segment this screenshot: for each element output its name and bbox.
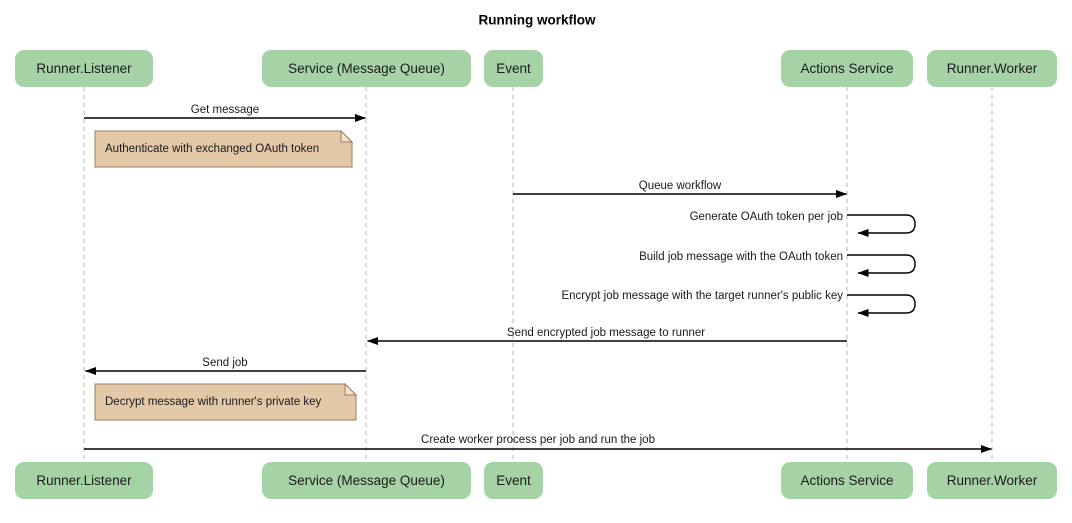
participants-top-group: Runner.Listener Service (Message Queue) Ev… [15, 50, 1057, 87]
participant-runner-listener-top[interactable]: Runner.Listener [15, 50, 153, 87]
note-decrypt-note[interactable]: Decrypt message with runner's private ke… [94, 382, 358, 421]
participant-box [781, 462, 913, 499]
participant-runner-worker-bottom[interactable]: Runner.Worker [927, 462, 1057, 499]
participant-label: Event [496, 61, 531, 76]
note-label: Authenticate with exchanged OAuth token [105, 143, 319, 155]
participant-actions-service-top[interactable]: Actions Service [781, 50, 913, 87]
self-message-path [847, 254, 916, 277]
message-label: Build job message with the OAuth token [639, 251, 843, 263]
self-message-path [847, 214, 916, 237]
participant-label: Actions Service [800, 61, 893, 76]
message-label: Get message [191, 104, 259, 116]
participant-label: Event [496, 473, 531, 488]
participant-service-mq-top[interactable]: Service (Message Queue) [262, 50, 471, 87]
participant-actions-service-bottom[interactable]: Actions Service [781, 462, 913, 499]
note-authenticate-note[interactable]: Authenticate with exchanged OAuth token [94, 129, 354, 168]
participant-label: Runner.Worker [947, 61, 1038, 76]
message-label: Create worker process per job and run th… [421, 434, 655, 446]
participant-box [484, 50, 543, 87]
note-fold-corner-icon [344, 382, 358, 396]
note-label: Decrypt message with runner's private ke… [105, 396, 322, 408]
message-label: Encrypt job message with the target runn… [561, 290, 843, 302]
participant-label: Actions Service [800, 473, 893, 488]
note-body [94, 383, 357, 421]
note-body [94, 130, 353, 168]
message-label: Generate OAuth token per job [690, 211, 843, 223]
message-label: Queue workflow [639, 180, 722, 192]
message-build-job-message[interactable]: Build job message with the OAuth token [639, 251, 916, 277]
participant-event-top[interactable]: Event [484, 50, 543, 87]
message-queue-workflow[interactable]: Queue workflow [513, 180, 847, 198]
participant-label: Runner.Listener [36, 61, 132, 76]
message-generate-oauth-token[interactable]: Generate OAuth token per job [690, 211, 916, 237]
participant-label: Service (Message Queue) [288, 473, 445, 488]
self-message-path [847, 294, 916, 317]
participant-box [15, 462, 153, 499]
participant-service-mq-bottom[interactable]: Service (Message Queue) [262, 462, 471, 499]
participant-event-bottom[interactable]: Event [484, 462, 543, 499]
participant-box [927, 50, 1057, 87]
participants-bottom-group: Runner.Listener Service (Message Queue) Ev… [15, 462, 1057, 499]
participant-box [781, 50, 913, 87]
message-create-worker-process[interactable]: Create worker process per job and run th… [84, 434, 992, 453]
message-send-encrypted-job-message[interactable]: Send encrypted job message to runner [367, 327, 848, 345]
note-fold-corner-icon [340, 129, 354, 143]
message-send-job[interactable]: Send job [85, 357, 367, 375]
participant-box [484, 462, 543, 499]
participant-label: Runner.Worker [947, 473, 1038, 488]
participant-label: Runner.Listener [36, 473, 132, 488]
participant-box [262, 462, 471, 499]
participant-box [262, 50, 471, 87]
notes-group: Authenticate with exchanged OAuth tokenD… [94, 129, 358, 421]
participant-box [927, 462, 1057, 499]
message-get-message[interactable]: Get message [84, 104, 366, 122]
message-label: Send job [202, 357, 247, 369]
lifelines-group [83, 87, 993, 462]
participant-label: Service (Message Queue) [288, 61, 445, 76]
participant-box [15, 50, 153, 87]
participant-runner-listener-bottom[interactable]: Runner.Listener [15, 462, 153, 499]
message-label: Send encrypted job message to runner [507, 327, 705, 339]
participant-runner-worker-top[interactable]: Runner.Worker [927, 50, 1057, 87]
message-encrypt-job-message[interactable]: Encrypt job message with the target runn… [561, 290, 916, 317]
diagram-title: Running workflow [479, 13, 596, 28]
